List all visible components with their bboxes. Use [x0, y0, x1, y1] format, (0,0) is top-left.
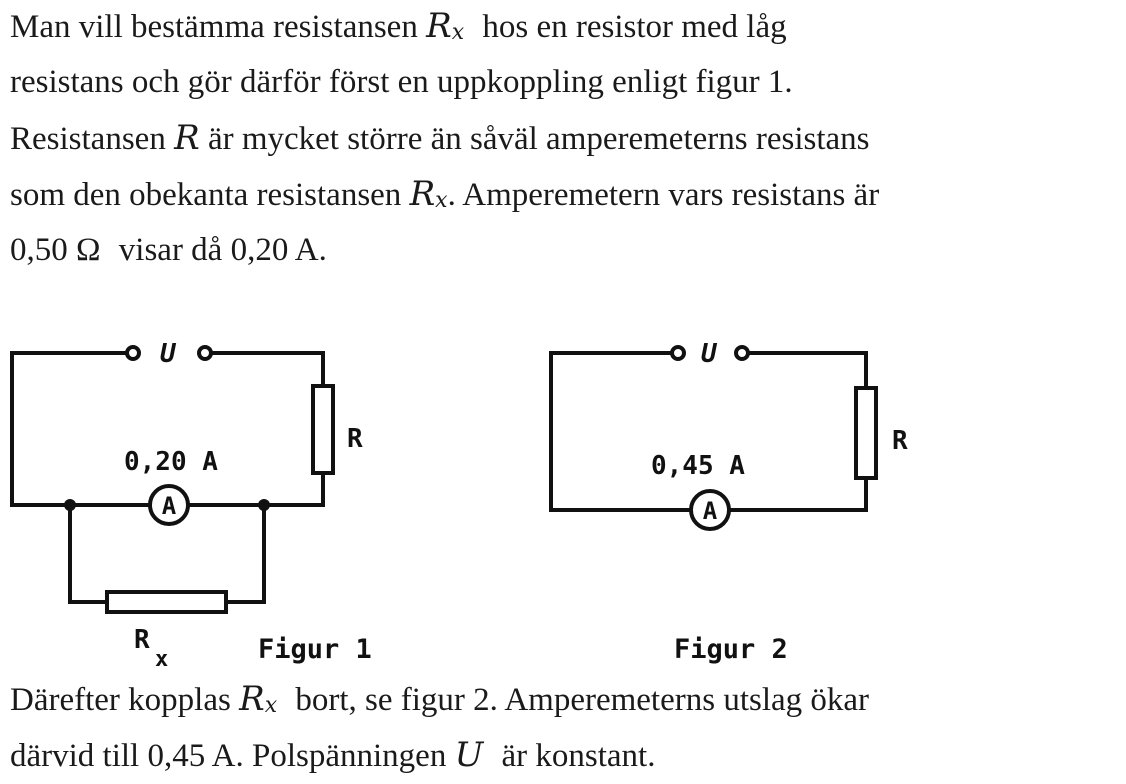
- ammeter: [148, 484, 190, 526]
- math-u: U: [454, 735, 484, 775]
- current-label: 0,20 A: [124, 447, 218, 477]
- intro-line-5: 0,50 Ω visar då 0,20 A.: [10, 222, 879, 278]
- intro-text: hos en resistor med låg: [482, 9, 787, 45]
- ammeter-symbol: A: [162, 492, 177, 520]
- figure-2: U R A 0,45 A Figur 2: [549, 339, 908, 665]
- intro-text: . Amperemetern vars resistans är: [447, 177, 880, 213]
- wire-left: [549, 351, 691, 512]
- current-label: 0,45 A: [651, 451, 745, 481]
- terminal-left: [670, 345, 686, 361]
- resistor-label-r: R: [347, 424, 363, 454]
- rx-label: R: [134, 625, 150, 655]
- wire-top-right: [748, 351, 868, 388]
- math-rx: Rx: [409, 174, 448, 214]
- intro-line-4: som den obekanta resistansen Rx. Amperem…: [10, 166, 879, 222]
- figure-1: U R A 0,20 A R x Figur 1: [10, 339, 372, 672]
- wire-right: [729, 478, 868, 512]
- intro-line-2: resistans och gör därför först en uppkop…: [10, 64, 793, 100]
- resistor-r: [311, 384, 335, 475]
- math-rx: Rx: [239, 679, 278, 719]
- intro-line-1: Man vill bestämma resistansen Rx hos en …: [10, 0, 879, 54]
- wire-top-right: [212, 351, 325, 386]
- outro-line-2: därvid till 0,45 A. Polspänningen U är k…: [10, 727, 869, 783]
- problem-intro-paragraph: Man vill bestämma resistansen Rx hos en …: [10, 0, 879, 278]
- intro-text: som den obekanta resistansen: [10, 177, 402, 213]
- terminal-right: [197, 345, 213, 361]
- ammeter-symbol: A: [703, 497, 718, 525]
- outro-text: Därefter kopplas: [10, 682, 231, 718]
- wire-rx-left: [68, 505, 107, 604]
- wire-left: [10, 351, 150, 507]
- resistor-r: [854, 386, 878, 480]
- outro-text: därvid till 0,45 A. Polspänningen: [10, 738, 447, 774]
- outro-text: är konstant.: [501, 738, 656, 774]
- rx-label-sub: x: [155, 647, 168, 672]
- intro-text: Man vill bestämma resistansen: [10, 9, 418, 45]
- terminal-right: [734, 345, 750, 361]
- outro-line-1: Därefter kopplas Rx bort, se figur 2. Am…: [10, 671, 869, 727]
- intro-text: är mycket större än såväl amperemeterns …: [207, 121, 870, 157]
- source-label-u: U: [701, 339, 718, 369]
- figure-1-caption: Figur 1: [258, 634, 372, 665]
- junction-dot: [64, 499, 76, 511]
- figure-2-caption: Figur 2: [674, 634, 788, 665]
- intro-line-3: Resistansen R är mycket större än såväl …: [10, 110, 879, 166]
- ammeter: [689, 489, 731, 531]
- junction-dot: [258, 499, 270, 511]
- problem-outro-paragraph: Därefter kopplas Rx bort, se figur 2. Am…: [10, 671, 869, 783]
- math-r: R: [174, 118, 200, 158]
- resistor-label-r: R: [892, 426, 908, 456]
- math-rx: Rx: [426, 6, 465, 46]
- outro-text: bort, se figur 2. Amperemeterns utslag ö…: [295, 682, 870, 718]
- source-label-u: U: [160, 339, 177, 369]
- intro-text: Resistansen: [10, 121, 166, 157]
- intro-text: visar då 0,20 A.: [118, 232, 327, 268]
- resistor-rx: [105, 590, 228, 614]
- wire-right: [188, 473, 325, 507]
- terminal-left: [125, 345, 141, 361]
- resistance-value: 0,50 Ω: [10, 232, 101, 268]
- wire-rx-right: [226, 505, 266, 604]
